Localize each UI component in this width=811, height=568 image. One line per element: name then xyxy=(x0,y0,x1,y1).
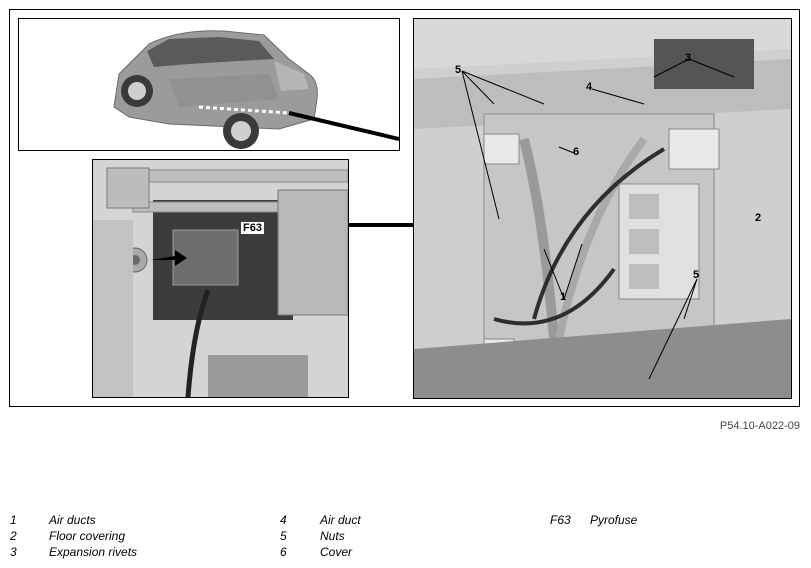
detail-illustration xyxy=(93,160,348,397)
label-5-top: 5 xyxy=(455,64,462,76)
label-4: 4 xyxy=(586,81,593,93)
label-3: 3 xyxy=(685,52,692,64)
detail-closeup-panel: F63 xyxy=(92,159,349,398)
label-6: 6 xyxy=(573,146,580,158)
figure-reference: P54.10-A022-09 xyxy=(719,420,800,432)
main-illustration-panel: 5 4 3 6 2 1 5 xyxy=(413,18,792,399)
label-5-bottom: 5 xyxy=(693,269,700,281)
main-illustration xyxy=(414,19,791,398)
label-1: 1 xyxy=(560,291,567,303)
label-2: 2 xyxy=(755,212,762,224)
vehicle-overview-panel xyxy=(18,18,400,151)
vehicle-illustration xyxy=(113,30,399,149)
label-f63: F63 xyxy=(241,222,264,234)
